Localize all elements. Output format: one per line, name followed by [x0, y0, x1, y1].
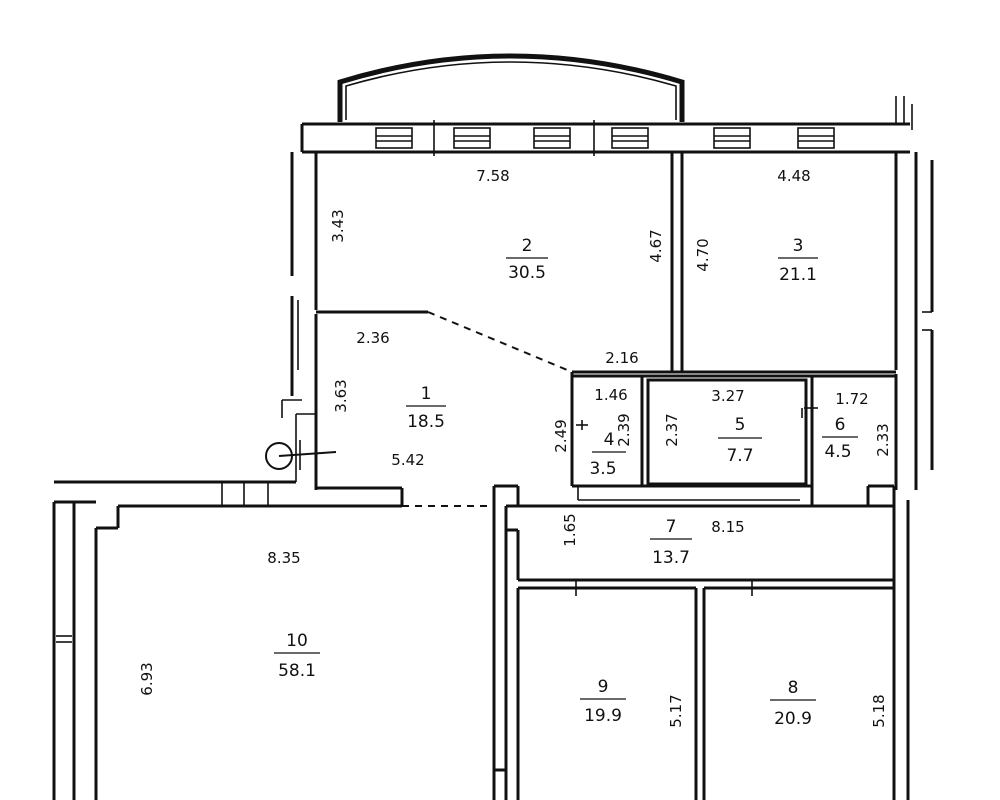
room-3-number: 3: [793, 236, 804, 256]
room-2-label: 2 30.5: [506, 236, 548, 283]
room-9-area: 19.9: [584, 706, 622, 726]
room-6-label: 6 4.5: [822, 415, 858, 462]
dim-room5-left: 2.37: [663, 413, 681, 446]
dim-room6-right: 2.33: [874, 423, 892, 456]
dim-room3-left: 4.70: [694, 238, 712, 271]
room-1-label: 1 18.5: [406, 384, 446, 432]
room-2-area: 30.5: [508, 263, 546, 283]
room-9-label: 9 19.9: [580, 677, 626, 726]
room-1-area: 18.5: [407, 412, 445, 432]
dim-room8-right: 5.18: [870, 694, 888, 727]
room-9-number: 9: [598, 677, 609, 697]
room-6-area: 4.5: [824, 442, 851, 462]
top-facade-wall: [300, 96, 913, 156]
room-8-area: 20.9: [774, 709, 812, 729]
room-5-area: 7.7: [726, 446, 753, 466]
dim-room2-left: 3.43: [329, 209, 347, 242]
room-7-label: 7 13.7: [650, 517, 692, 568]
dim-room2-width: 7.58: [476, 167, 509, 185]
dim-room1-top: 2.36: [356, 329, 389, 347]
dim-room1-bottom: 5.42: [391, 451, 424, 469]
room-labels: 1 18.5 2 30.5 3 21.1 4 3.5 5 7.7 6 4.5: [274, 236, 858, 729]
room-10-number: 10: [286, 631, 308, 651]
room-4-number: 4: [604, 430, 615, 450]
dim-room4-height: 2.39: [615, 413, 633, 446]
room-10-label: 10 58.1: [274, 631, 320, 681]
interior-walls: [52, 152, 934, 800]
dim-room1-left: 3.63: [332, 379, 350, 412]
room-3-area: 21.1: [779, 265, 817, 285]
dim-room3-width: 4.48: [777, 167, 810, 185]
room-5-label: 5 7.7: [718, 415, 762, 466]
dim-room10-width: 8.35: [267, 549, 300, 567]
room-4-area: 3.5: [589, 459, 616, 479]
dim-room9-right: 5.17: [667, 694, 685, 727]
room-10-area: 58.1: [278, 661, 316, 681]
room-8-label: 8 20.9: [770, 678, 816, 729]
riser-symbol: [265, 440, 337, 470]
dim-room7-left: 1.65: [561, 513, 579, 546]
room-4-label: 4 3.5: [589, 430, 626, 479]
dim-room4-left: 2.49: [552, 419, 570, 452]
bay-window: [337, 53, 685, 122]
room-7-area: 13.7: [652, 548, 690, 568]
dim-room7-length: 8.15: [711, 518, 744, 536]
window-units: [375, 120, 835, 156]
dimension-labels: 7.58 4.48 3.43 4.67 4.70 2.36 2.16 3.63 …: [138, 167, 892, 728]
dim-room6-top: 1.72: [835, 390, 868, 408]
dim-room10-height: 6.93: [138, 662, 156, 695]
dim-room2-bottom: 2.16: [605, 349, 638, 367]
dim-room5-top: 3.27: [711, 387, 744, 405]
room-3-label: 3 21.1: [778, 236, 818, 285]
room-2-number: 2: [522, 236, 533, 256]
dim-room4-top: 1.46: [594, 386, 627, 404]
dim-room2-right: 4.67: [647, 229, 665, 262]
room-6-number: 6: [835, 415, 846, 435]
room-8-number: 8: [788, 678, 799, 698]
room-7-number: 7: [666, 517, 677, 537]
room-1-number: 1: [421, 384, 432, 404]
room-5-number: 5: [735, 415, 746, 435]
